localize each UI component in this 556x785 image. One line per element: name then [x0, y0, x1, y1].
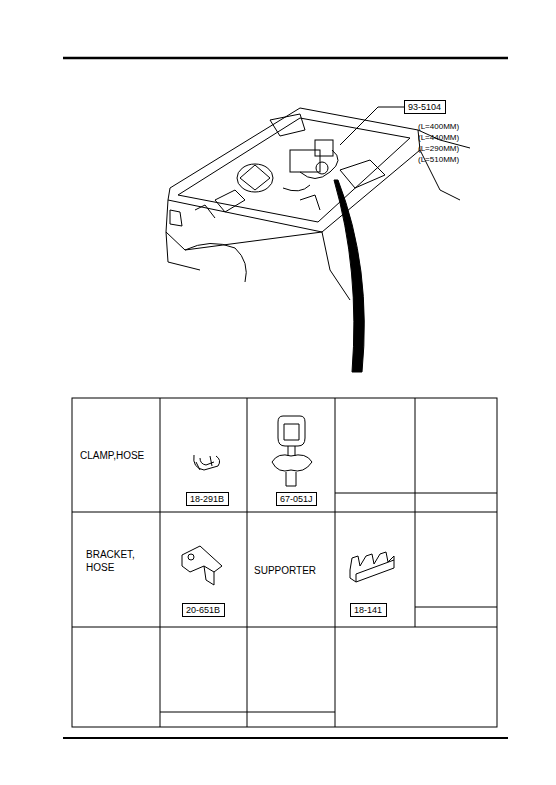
part-name: CLAMP,HOSE	[80, 449, 144, 462]
part-number: 20-651B	[186, 605, 221, 615]
engine-bay-illustration	[63, 58, 508, 738]
part-icons	[182, 416, 394, 585]
dimension-label: (L=510MM)	[418, 154, 459, 165]
part-name: BRACKET, HOSE	[86, 548, 148, 574]
part-number: 67-051J	[280, 494, 313, 504]
part-number-box: 18-291B	[186, 492, 229, 506]
dimension-label: (L=440MM)	[418, 132, 459, 143]
part-number: 18-291B	[190, 494, 225, 504]
dimension-label: (L=400MM)	[418, 121, 459, 132]
part-number: 18-141	[354, 605, 383, 615]
parts-table	[72, 398, 497, 727]
dimension-label: (L=290MM)	[418, 143, 459, 154]
part-number-box: 20-651B	[182, 603, 225, 617]
part-number-box: 67-051J	[276, 492, 317, 506]
part-number-box: 18-141	[350, 603, 387, 617]
part-name: SUPPORTER	[254, 564, 316, 577]
part-number-box: 93-5104	[404, 100, 446, 114]
callout-number: 93-5104	[408, 102, 442, 112]
